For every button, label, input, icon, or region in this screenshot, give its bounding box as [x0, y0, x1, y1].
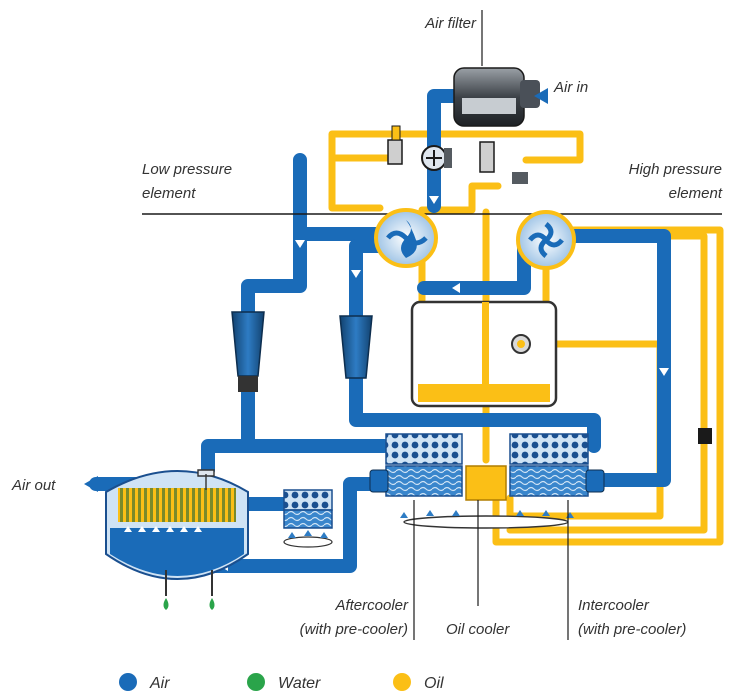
pulsation-damper-hp [339, 315, 373, 379]
air-line-lp-out [241, 153, 391, 319]
legend-water-label: Water [278, 675, 321, 692]
intercooler-core-top [509, 433, 589, 465]
oil-tank [410, 300, 558, 408]
aftercooler-core-top [385, 433, 463, 465]
label-aftercooler-2: (with pre-cooler) [300, 621, 408, 638]
label-air-out: Air out [11, 477, 56, 494]
air-in-arrow [534, 88, 548, 104]
air-line-aftercooler-out [209, 477, 391, 573]
air-line-hp-out [417, 233, 531, 295]
water-drop-left [163, 598, 169, 610]
air-line-intercooler-to-hp [565, 229, 671, 487]
label-intercooler-2: (with pre-cooler) [578, 621, 686, 638]
air-line-dryer-loop [201, 439, 255, 477]
legend-air-swatch [119, 673, 137, 691]
legend-water-swatch [247, 673, 265, 691]
label-oil-cooler: Oil cooler [446, 621, 510, 638]
oil-check-valve [698, 428, 712, 444]
dryer-precooler [283, 489, 333, 548]
label-aftercooler-1: Aftercooler [334, 597, 409, 614]
thermostatic-valve [479, 141, 528, 184]
oil-line-top-loop [328, 130, 584, 164]
air-out-arrow [84, 476, 98, 492]
leader-lines [413, 10, 569, 640]
dryer-vessel [105, 469, 249, 610]
legend: Air Water Oil [119, 673, 444, 692]
air-filter [453, 67, 540, 127]
label-low-pressure-2: element [142, 185, 196, 202]
label-high-pressure-2: element [669, 185, 723, 202]
high-pressure-element [516, 210, 576, 270]
label-low-pressure-1: Low pressure [142, 161, 232, 178]
inlet-valve [421, 145, 452, 171]
intercooler-core-bottom [509, 465, 589, 497]
legend-oil-label: Oil [424, 675, 444, 692]
unloader-valve [387, 125, 403, 165]
oil-line-cooler-return [506, 340, 664, 520]
oil-line-left-to-tank [328, 154, 384, 212]
air-line-intercooler-return [349, 371, 601, 453]
legend-oil-swatch [393, 673, 411, 691]
oil-cooler-core [465, 465, 507, 501]
label-air-in: Air in [553, 79, 588, 96]
low-pressure-element [374, 208, 438, 268]
aftercooler-core-bottom [385, 465, 463, 497]
cooling-fan [403, 515, 569, 529]
legend-air-label: Air [149, 675, 170, 692]
pulsation-damper-lp [231, 311, 265, 392]
water-drop-right [209, 598, 215, 610]
air-line-lp-down [349, 239, 393, 323]
air-line-hp-in [241, 369, 391, 453]
label-high-pressure-1: High pressure [629, 161, 722, 178]
cooler-block [369, 433, 605, 529]
label-intercooler-1: Intercooler [578, 597, 650, 614]
label-air-filter: Air filter [424, 15, 477, 32]
